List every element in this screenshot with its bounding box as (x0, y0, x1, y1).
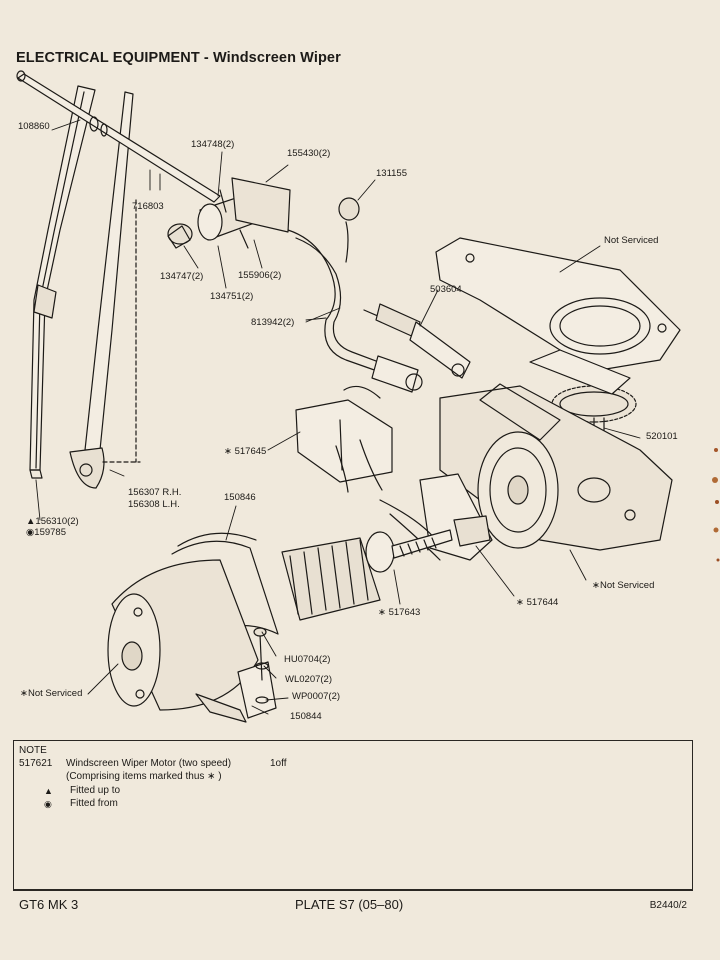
limit-switch-drawing (295, 385, 393, 493)
callout-156308: 156308 L.H. (128, 499, 180, 510)
asterisk-mark: ∗ (20, 688, 28, 699)
triangle-icon: ▲ (26, 516, 36, 527)
note-part-number: 517621 (19, 758, 53, 769)
callout-134748: 134748(2) (191, 139, 235, 150)
callout-134751: 134751(2) (210, 291, 254, 302)
note-description: Windscreen Wiper Motor (two speed) (66, 758, 232, 769)
gearbox-housing-drawing (439, 383, 673, 551)
motor-yoke-drawing (107, 559, 259, 723)
callout-not-serviced-left: ∗Not Serviced (20, 688, 83, 699)
page-title: ELECTRICAL EQUIPMENT - Windscreen Wiper (16, 50, 341, 66)
callout-716803: 716803 (132, 201, 164, 212)
callout-520101: 520101 (646, 431, 678, 442)
leader-lines (35, 119, 641, 715)
callout-517645: ∗ 517645 (224, 446, 267, 457)
callout-108860: 108860 (18, 121, 50, 132)
callout-WL0207: WL0207(2) (285, 674, 332, 685)
asterisk-mark: ∗ (378, 607, 386, 618)
callout-150846: 150846 (224, 492, 256, 503)
crosshead-drawing (363, 303, 471, 379)
callout-not-serviced-right: ∗Not Serviced (592, 580, 655, 591)
callout-517644: ∗ 517644 (516, 597, 559, 608)
triangle-icon: ▲ (44, 786, 53, 796)
legend-fitted-from: Fitted from (70, 798, 118, 809)
callout-517643: ∗ 517643 (378, 607, 421, 618)
plate-footer: GT6 MK 3 PLATE S7 (05–80) B2440/2 (13, 890, 693, 915)
note-box: NOTE 517621 Windscreen Wiper Motor (two … (13, 740, 693, 890)
callout-813942: 813942(2) (251, 317, 295, 328)
footer-model: GT6 MK 3 (19, 897, 79, 912)
bullseye-icon: ◉ (26, 527, 35, 538)
rack-tube-drawing (16, 70, 221, 203)
cable-casing-drawing (287, 197, 423, 393)
asterisk-mark: ∗ (516, 597, 524, 608)
note-heading: NOTE (19, 745, 47, 756)
gear-cover-drawing (435, 237, 681, 371)
callout-not-serviced-top: Not Serviced (604, 235, 659, 246)
callout-131155: 131155 (376, 168, 407, 179)
mounting-bracket-drawing (237, 627, 277, 719)
callout-156310: ▲156310(2) (26, 516, 79, 527)
callout-155430: 155430(2) (287, 148, 331, 159)
callout-WP0007: WP0007(2) (292, 691, 341, 702)
legend-fitted-up-to: Fitted up to (70, 785, 121, 796)
callout-134747: 134747(2) (160, 271, 204, 282)
note-quantity: 1off (270, 758, 287, 769)
asterisk-mark: ∗ (592, 580, 600, 591)
callout-155906: 155906(2) (238, 270, 282, 281)
rust-stain-decoration (712, 448, 720, 562)
callout-159785: ◉159785 (26, 527, 66, 538)
wiper-arm-drawing (69, 91, 134, 489)
footer-plate-number: PLATE S7 (05–80) (295, 897, 404, 912)
armature-drawing (281, 529, 453, 621)
bullseye-icon: ◉ (44, 799, 52, 809)
callout-503604: 503604 (430, 284, 462, 295)
callout-156307: 156307 R.H. (128, 487, 182, 498)
callout-150844: 150844 (290, 711, 322, 722)
wheelbox-drawing (167, 177, 291, 249)
footer-reference: B2440/2 (649, 900, 687, 911)
callout-HU0704: HU0704(2) (284, 654, 331, 665)
wiper-blade-drawing (29, 85, 96, 479)
asterisk-mark: ∗ (224, 446, 232, 457)
note-comprising: (Comprising items marked thus ∗ ) (66, 771, 222, 782)
